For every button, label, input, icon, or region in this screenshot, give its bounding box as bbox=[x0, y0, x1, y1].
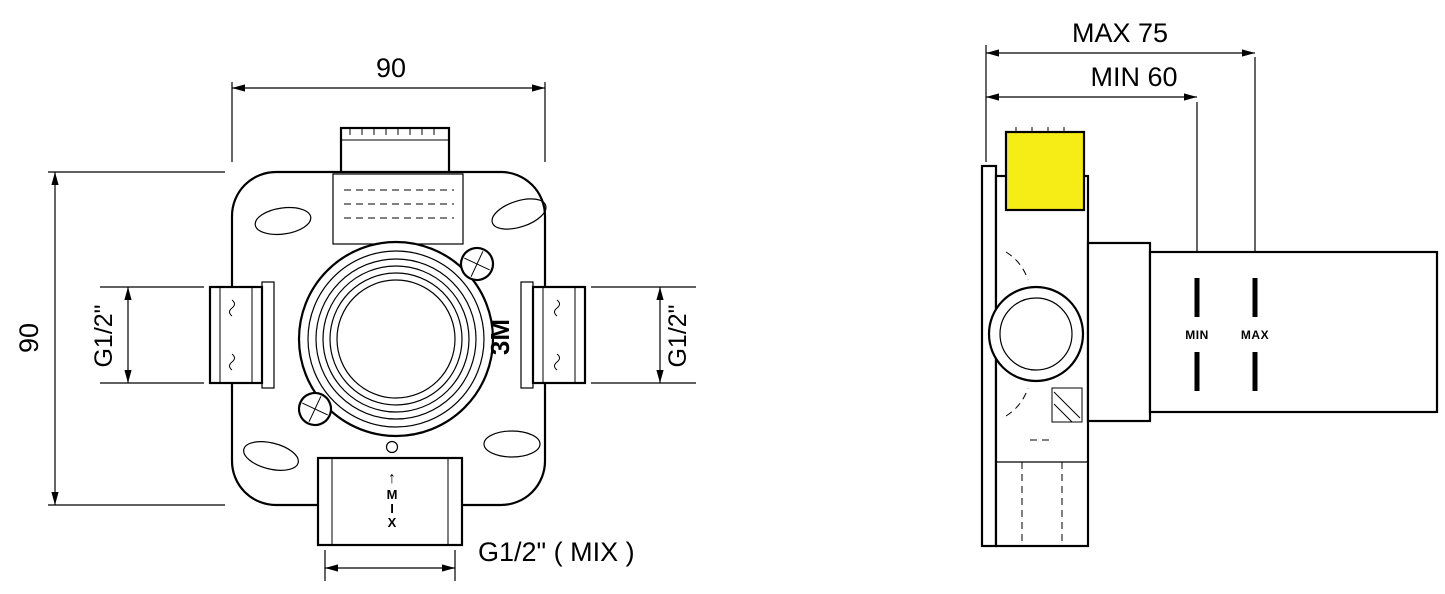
max-marker-label: MAX bbox=[1241, 328, 1269, 342]
mix-letter: M bbox=[387, 487, 398, 502]
valve-ring bbox=[336, 279, 456, 399]
port-right-label: G1/2" bbox=[664, 304, 692, 367]
outlet-bottom: ↑ M I X bbox=[316, 440, 464, 547]
nut-outline bbox=[1051, 387, 1083, 423]
mix-flow-arrow: ↑ bbox=[388, 470, 396, 487]
valve-cap-top bbox=[339, 126, 451, 176]
dim-outlet-bottom-label: G1/2" ( MIX ) bbox=[478, 537, 635, 567]
pipe-body bbox=[208, 285, 264, 385]
side-view: MAX 75 MIN 60 bbox=[980, 18, 1439, 548]
neck-knurling bbox=[344, 189, 454, 219]
dim-width-top: 90 bbox=[231, 53, 546, 162]
valve-ring bbox=[329, 272, 463, 406]
inlet-left bbox=[208, 281, 275, 389]
mounting-slots bbox=[243, 198, 547, 471]
outlet-body bbox=[316, 456, 464, 547]
trim-cap bbox=[1004, 127, 1086, 212]
valve-center-rings bbox=[297, 240, 495, 438]
dim-min-60: MIN 60 bbox=[986, 62, 1198, 272]
mounting-slot bbox=[491, 198, 547, 230]
dim-port-left: G1/2" bbox=[90, 286, 204, 384]
valve-ring bbox=[322, 265, 470, 413]
cap-body bbox=[339, 126, 451, 176]
thread-marks bbox=[229, 299, 235, 371]
cap-knurling bbox=[349, 128, 435, 135]
phillips-slot bbox=[302, 402, 328, 416]
dim-width-top-label: 90 bbox=[376, 53, 406, 83]
dim-height-left: 90 bbox=[14, 171, 225, 506]
valve-ring bbox=[315, 258, 477, 420]
side-port bbox=[987, 285, 1085, 383]
mounting-slot bbox=[254, 206, 312, 236]
max-marker: MAX bbox=[1241, 278, 1269, 391]
dim-max-label: MAX 75 bbox=[1072, 18, 1168, 48]
side-port-circle-inner bbox=[999, 297, 1073, 371]
dim-outlet-bottom: G1/2" ( MIX ) bbox=[324, 537, 635, 581]
min-marker: MIN bbox=[1185, 278, 1209, 391]
screw-bottom-left bbox=[297, 391, 333, 427]
dim-max-75: MAX 75 bbox=[985, 18, 1256, 272]
inlet-right bbox=[520, 281, 587, 389]
nut-hatch bbox=[1053, 391, 1081, 423]
marking-3m: 3M bbox=[485, 319, 515, 355]
screw-top-right bbox=[459, 246, 495, 282]
dim-height-left-label: 90 bbox=[14, 323, 44, 353]
body-detail-dashes bbox=[1005, 251, 1029, 417]
min-marker-label: MIN bbox=[1185, 328, 1209, 342]
mix-letter: I bbox=[390, 501, 394, 516]
trim-cap-ticks bbox=[1015, 127, 1065, 132]
thread-marks bbox=[554, 299, 560, 371]
mounting-slot bbox=[243, 441, 299, 471]
valve-ring bbox=[297, 240, 495, 438]
center-hole bbox=[385, 440, 399, 454]
drain-nut bbox=[1051, 387, 1083, 423]
dim-port-right: G1/2" bbox=[591, 286, 696, 384]
port-left-label: G1/2" bbox=[90, 304, 118, 367]
phillips-slot bbox=[464, 257, 490, 271]
front-view: 90 90 bbox=[14, 53, 696, 581]
mounting-slot bbox=[483, 430, 541, 458]
trim-cap-highlight bbox=[1004, 130, 1086, 212]
dim-min-label: MIN 60 bbox=[1090, 62, 1177, 92]
mix-letter: X bbox=[388, 515, 397, 530]
valve-ring bbox=[307, 250, 485, 428]
side-port-circle bbox=[987, 285, 1085, 383]
extension-flange bbox=[1086, 241, 1152, 423]
